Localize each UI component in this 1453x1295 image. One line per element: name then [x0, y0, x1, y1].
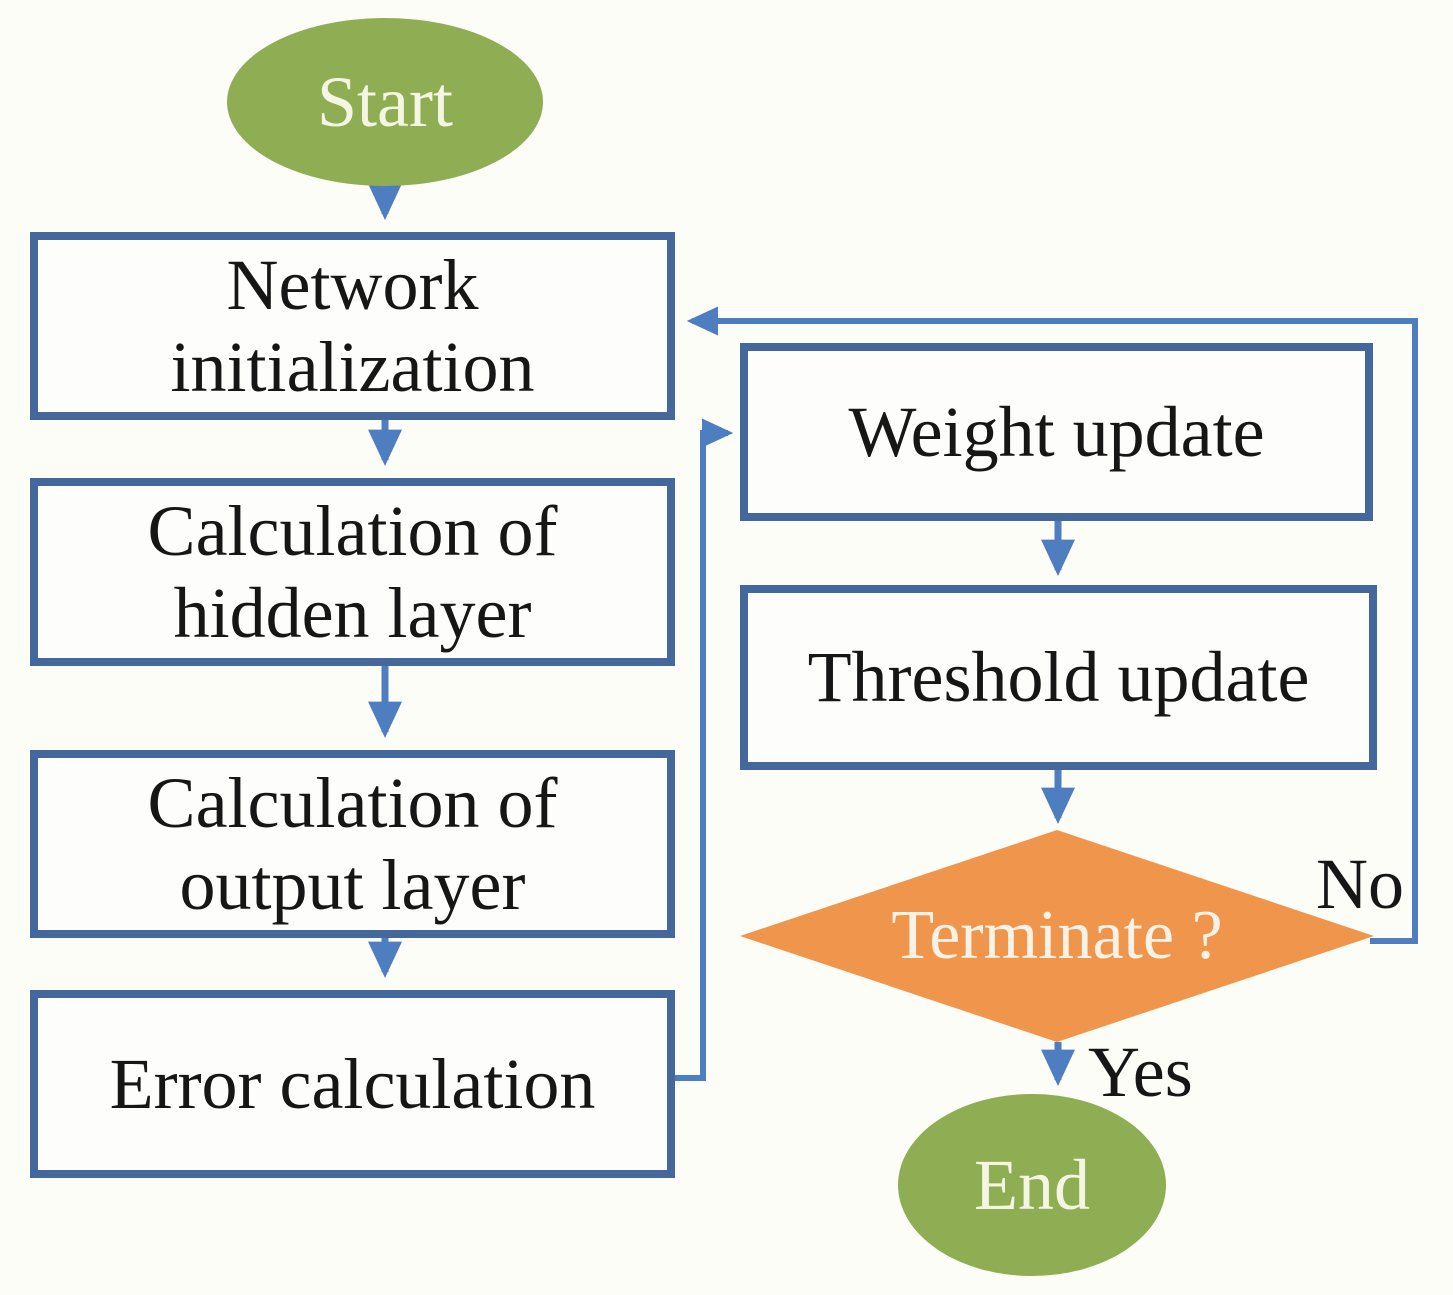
no-branch-label: No — [1316, 844, 1404, 924]
weight-update-node: Weight update — [740, 343, 1373, 521]
error-calculation-node: Error calculation — [30, 990, 675, 1178]
edge-error-calc-to-weight-update — [675, 418, 734, 1081]
network-initialization-node: Network initialization — [30, 232, 675, 420]
end-node: End — [898, 1094, 1166, 1276]
calculation-output-layer-node: Calculation of output layer — [30, 750, 675, 938]
threshold-update-node: Threshold update — [740, 585, 1377, 770]
edge-terminate-no-loop-to-network-init — [686, 306, 1418, 944]
calculation-hidden-layer-node: Calculation of hidden layer — [30, 478, 675, 666]
yes-branch-label: Yes — [1088, 1032, 1193, 1112]
start-node: Start — [227, 18, 543, 186]
